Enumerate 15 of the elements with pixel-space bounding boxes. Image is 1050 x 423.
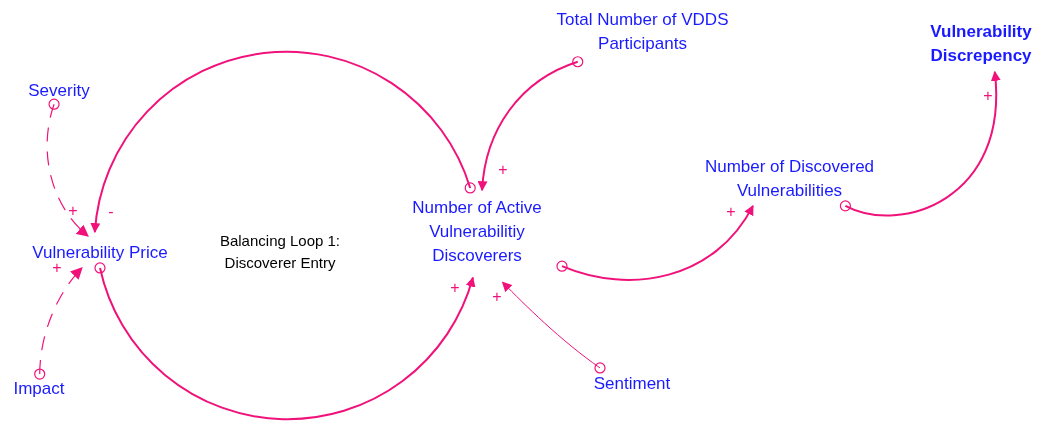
- variable-label: Impact: [4, 378, 74, 400]
- variable-label: Number of Discovered Vulnerabilities: [682, 155, 897, 203]
- variable-label: Severity: [18, 80, 100, 102]
- polarity-sign: -: [108, 204, 114, 220]
- polarity-sign: +: [492, 289, 502, 305]
- polarity-sign: +: [726, 204, 736, 220]
- variable-label: Number of Active Vulnerabilitiy Discoverers: [392, 194, 562, 270]
- polarity-sign: +: [498, 162, 508, 178]
- variable-label: Sentiment: [582, 373, 682, 395]
- variable-label: Vulnerability Discrepency: [912, 20, 1050, 68]
- variable-label: Total Number of VDDS Participants: [555, 8, 730, 56]
- polarity-sign: +: [68, 203, 78, 219]
- polarity-sign: +: [450, 280, 460, 296]
- loop-label: Balancing Loop 1: Discoverer Entry: [218, 231, 342, 273]
- polarity-sign: +: [983, 88, 993, 104]
